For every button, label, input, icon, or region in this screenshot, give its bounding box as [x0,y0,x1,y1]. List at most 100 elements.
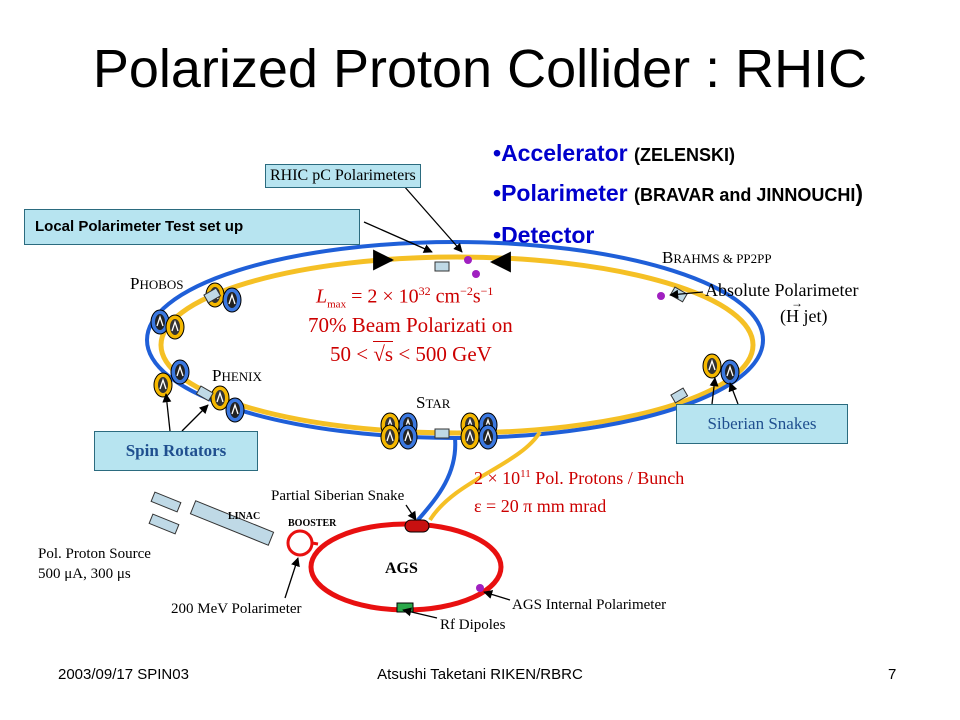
phobos-box [203,287,222,304]
rhic-pc-label: RHIC pC Polarimeters [265,164,421,188]
hjet-arrow: → [791,296,803,310]
ags-internal-label: AGS Internal Polarimeter [512,597,667,613]
star-label: STAR [416,393,450,413]
partial-snake [404,519,430,533]
footer-author: Atsushi Taketani RIKEN/RBRC [377,666,583,683]
bullet-close: ) [855,180,864,206]
local-test-label: Local Polarimeter Test set up [24,209,360,245]
slide-title: Polarized Proton Collider : RHIC [92,39,868,99]
booster-ring [286,529,314,557]
luminosity-formula: Lmax = 2 × 1032 cm−2s−1 [316,284,493,311]
star-initial: S [416,393,426,412]
pointer-arrow [709,377,719,405]
page-number: 7 [888,666,897,683]
snake-icon [225,397,245,423]
linac-label: LINAC [228,511,261,522]
snake-icon [380,424,400,450]
bullet-dot: • [493,222,502,248]
source-box [150,491,182,513]
mev-polarimeter-label: 200 MeV Polarimeter [171,601,302,617]
pointer-arrow [181,404,209,432]
snake-icon [165,314,185,340]
phenix-label: PHENIX [212,366,262,386]
star-rest: TAR [425,396,451,411]
source-label-1: Pol. Proton Source [38,546,151,562]
phobos-initial: P [130,274,140,293]
pointer-arrow [483,590,511,601]
bunch-pre: 2 × 10 [474,468,521,488]
pc-target [472,270,480,278]
booster-link [311,541,319,546]
spin-rotators-label: Spin Rotators [94,431,258,471]
bunch-post: Pol. Protons / Bunch [530,468,685,488]
phenix-box [195,385,214,402]
snake-icon [398,424,418,450]
snake-icon [702,353,722,379]
brahms-initial: B [662,248,674,267]
phenix-rest: HENIX [221,369,262,384]
bullet-sub: (BRAVAR and JINNOUCHI [634,185,856,205]
lum-exp3: −1 [480,284,494,298]
star-box [434,428,450,439]
booster-label: BOOSTER [288,518,337,529]
pointer-arrow [405,504,417,521]
phenix-initial: P [212,366,222,385]
lum-cm: cm [430,285,461,308]
absolute-polarimeter-label: Absolute Polarimeter [705,280,859,300]
snake-icon [720,359,740,385]
energy-pre: 50 < [330,342,374,366]
pointer-arrow [728,382,739,405]
energy-s: s [384,342,394,366]
energy-post: < 500 GeV [393,342,492,366]
polarization-text: 70% Beam Polarizati on [308,313,513,337]
ags-polarimeter [476,584,484,592]
pointer-arrow [162,393,172,432]
siberian-snakes-label: Siberian Snakes [676,404,848,444]
pointer-arrow [284,557,300,599]
bullet-sub: (ZELENSKI) [634,145,736,165]
pc-target [464,256,472,264]
lum-rhs: = 2 × 10 [351,285,419,308]
snake-icon [153,372,173,398]
snake-icon [478,424,498,450]
phobos-label: PHOBOS [130,274,184,294]
source-label-2: 500 μA, 300 μs [38,566,131,582]
bunch-intensity: 2 × 1011 Pol. Protons / Bunch [474,468,684,489]
bunch-exp: 11 [520,468,531,480]
snake-icon [222,287,242,313]
bullet-accelerator: •Accelerator (ZELENSKI) [493,140,735,167]
ring-box [670,387,689,404]
lum-symbol: L [316,285,328,308]
energy-range: 50 < √s < 500 GeV [330,341,492,366]
pointer-arrow [363,221,433,253]
lum-exp1: 32 [418,284,431,298]
phobos-rest: HOBOS [139,277,184,292]
yellow-transfer-line [428,430,542,522]
blue-transfer-line [416,437,458,522]
bullet-main: Accelerator [501,140,628,166]
snake-icon [460,424,480,450]
rf-dipoles-label: Rf Dipoles [440,617,506,633]
pointer-arrow [395,176,463,253]
bullet-dot: • [493,140,502,166]
footer-date: 2003/09/17 SPIN03 [58,666,189,683]
bullet-dot: • [493,180,502,206]
yellow-ring [158,254,756,436]
source-box [148,513,180,535]
brahms-label: BRAHMS & PP2PP [662,248,772,268]
linac [189,500,275,546]
ags-label: AGS [385,560,418,577]
hjet-label: (H jet) [780,306,828,326]
pointer-arrow [669,289,704,299]
lum-s: s [472,285,481,308]
lum-sub: max [327,298,347,311]
lum-exp2: −2 [460,284,473,298]
bullet-main: Polarimeter [501,180,628,206]
brahms-rest: RAHMS & PP2PP [673,251,772,266]
pointer-arrow [402,607,438,619]
partial-snake-label: Partial Siberian Snake [271,488,405,504]
emittance: ε = 20 π mm mrad [474,496,607,516]
hjet-target [657,292,665,300]
snake-icon [170,359,190,385]
